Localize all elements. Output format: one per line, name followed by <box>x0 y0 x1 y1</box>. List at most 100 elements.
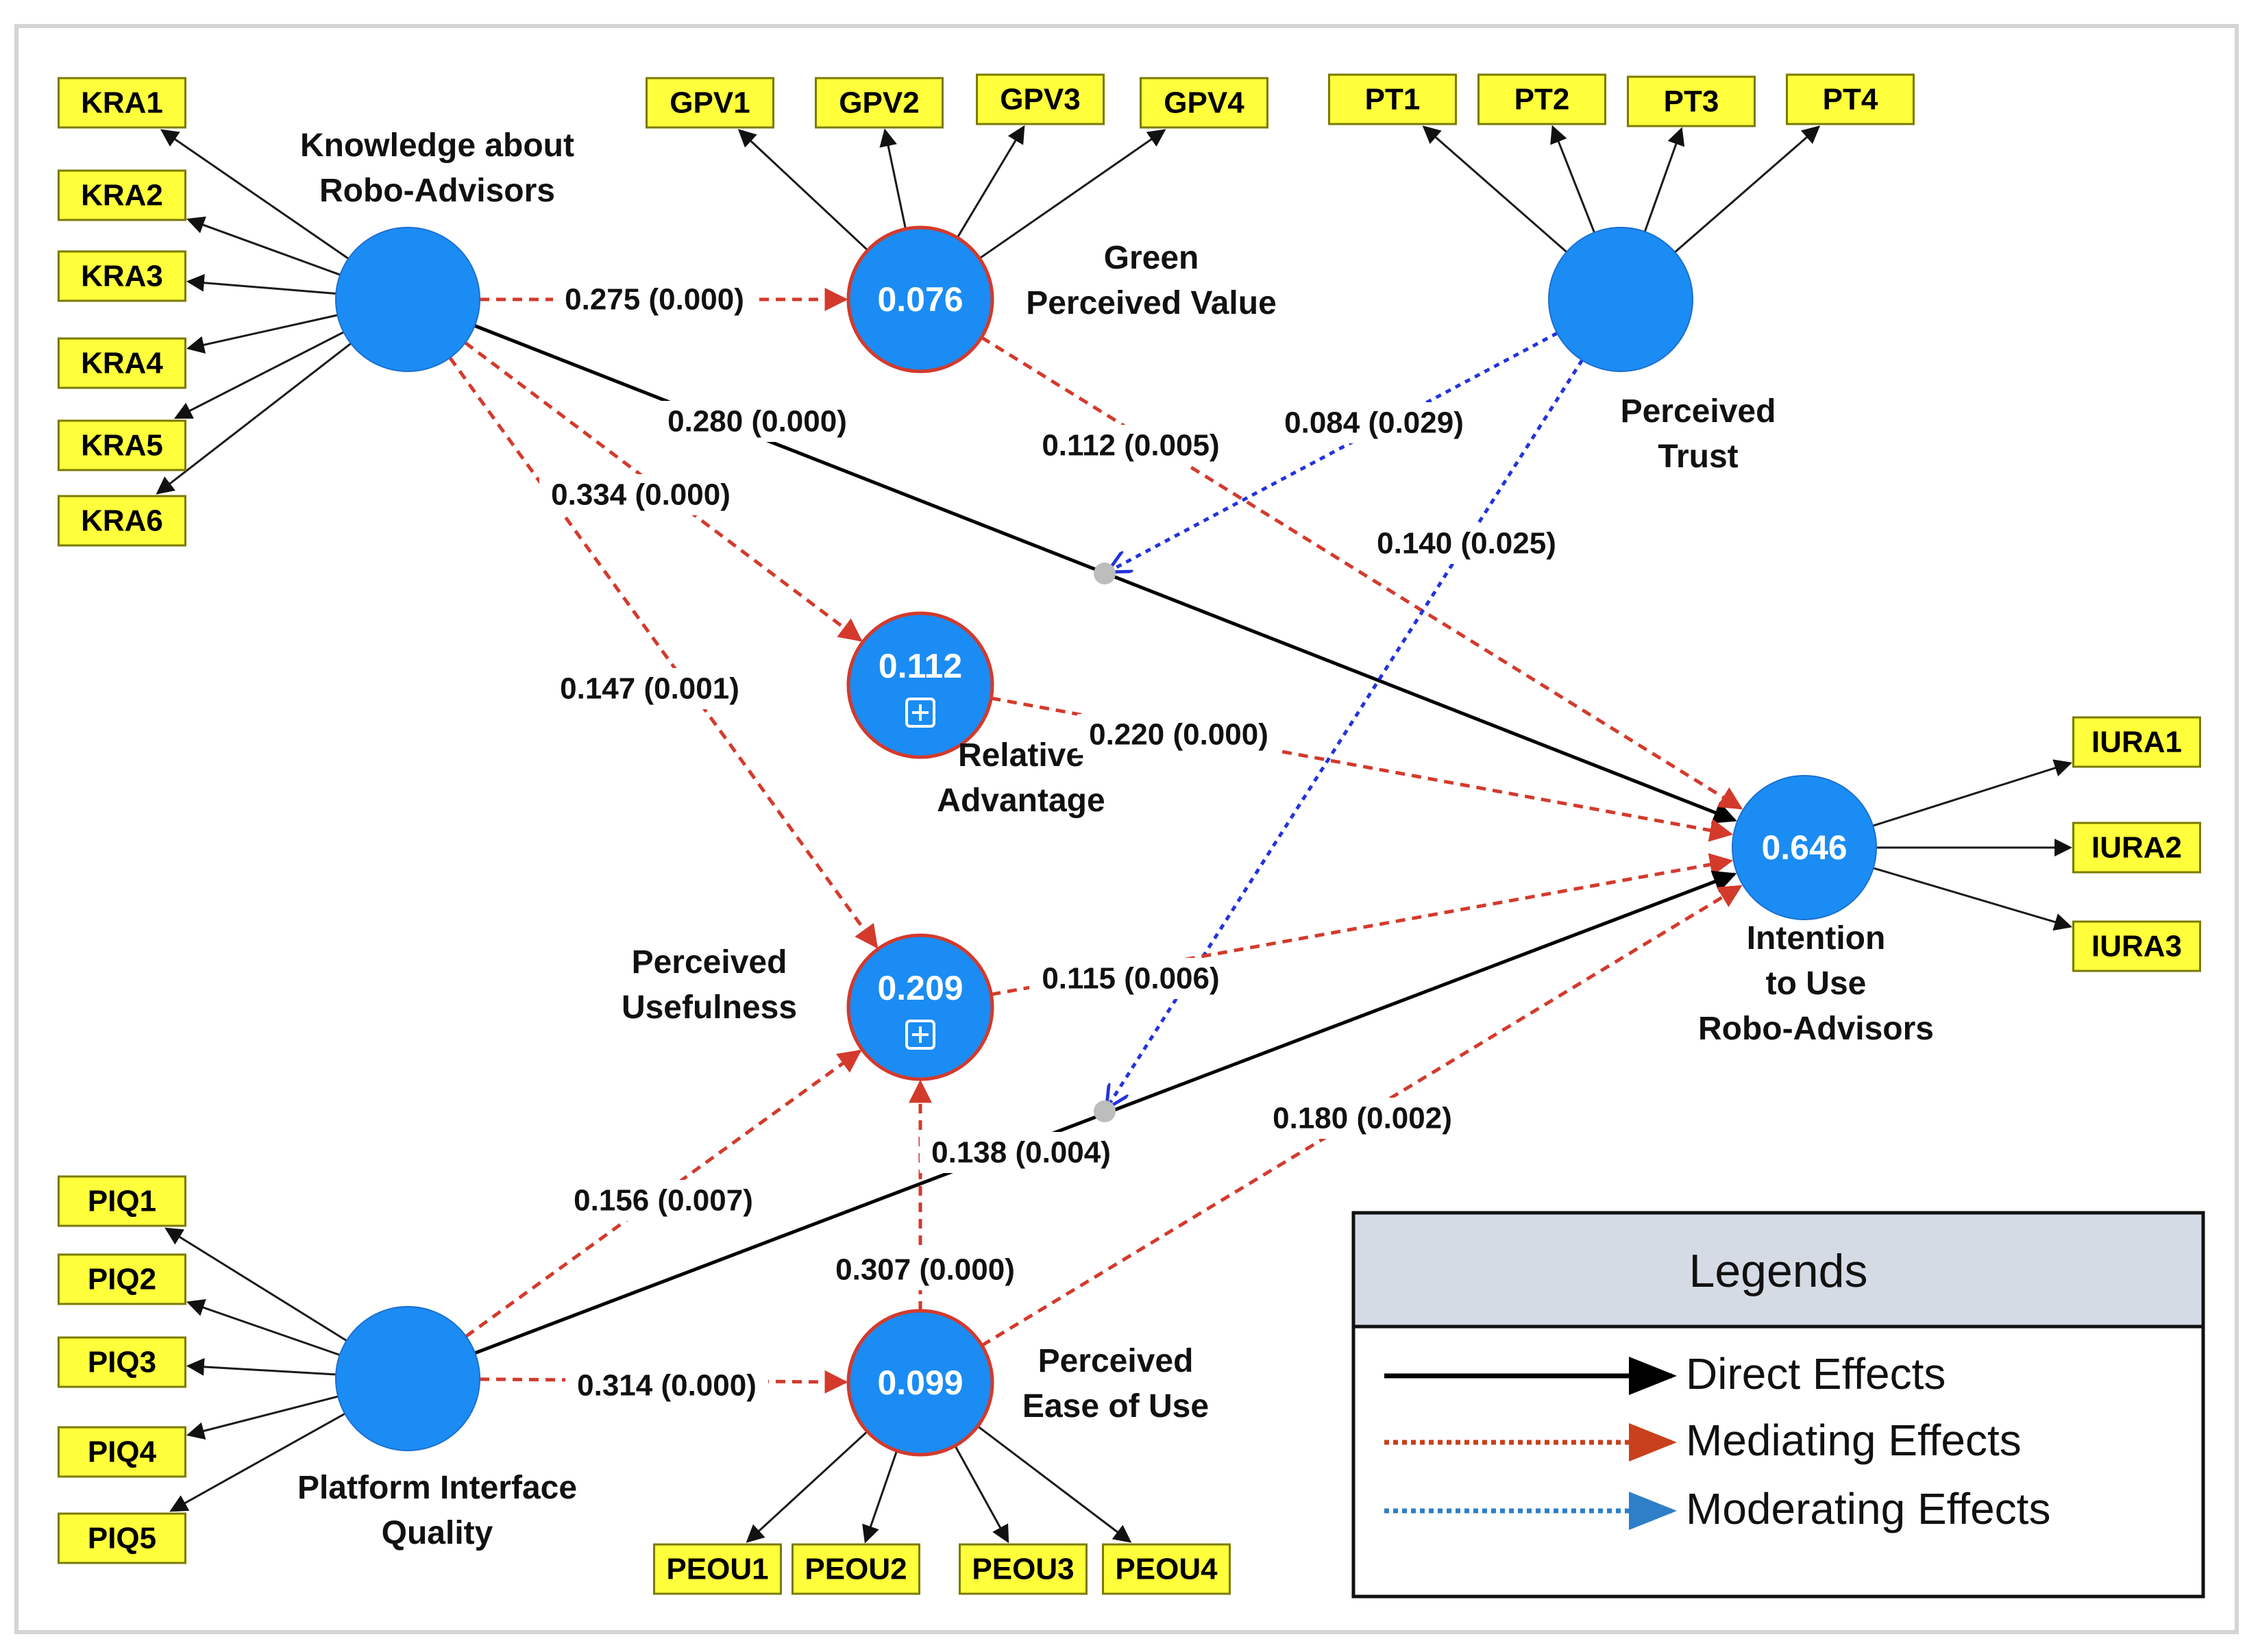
indicator-label: PIQ2 <box>88 1263 156 1296</box>
indicator-box <box>58 419 186 471</box>
loading-arrow-piq5 <box>169 1412 346 1512</box>
construct-circle <box>1732 775 1877 920</box>
indicator-box <box>976 73 1105 125</box>
loading-arrow-peou2 <box>862 1450 898 1544</box>
indicator-kra6: KRA6 <box>58 495 186 547</box>
indicator-label: GPV1 <box>670 86 750 120</box>
indicator-label: PIQ5 <box>88 1522 156 1555</box>
indicator-peou3: PEOU3 <box>959 1543 1088 1595</box>
indicator-box <box>58 1175 186 1227</box>
indicator-peou1: PEOU1 <box>653 1543 782 1595</box>
indicator-piq3: PIQ3 <box>58 1336 186 1388</box>
indicator-box <box>1786 73 1915 125</box>
coef-pt-mod2: 0.140 (0.025) <box>1365 523 1568 564</box>
coef-label: 0.140 (0.025) <box>1377 527 1556 560</box>
coef-label: 0.180 (0.002) <box>1273 1102 1452 1135</box>
indicator-box <box>1627 75 1756 127</box>
coef-peou-pu: 0.307 (0.000) <box>824 1249 1027 1290</box>
indicator-piq4: PIQ4 <box>58 1426 186 1478</box>
indicator-box <box>2072 920 2201 972</box>
indicator-box <box>1102 1543 1231 1595</box>
legend-mediating-label: Mediating Effects <box>1686 1416 2022 1465</box>
coef-peou-iura: 0.180 (0.002) <box>1261 1098 1464 1139</box>
structural-paths <box>448 288 1743 1394</box>
outer-loadings <box>156 125 2073 1544</box>
indicator-box <box>959 1543 1088 1595</box>
loading-arrow-gpv2 <box>879 128 907 230</box>
outer-frame <box>14 24 2239 1634</box>
construct-circle <box>335 1306 480 1451</box>
coef-label: 0.156 (0.007) <box>574 1184 753 1218</box>
construct-circle <box>846 1309 994 1457</box>
path-gpv-iura <box>980 336 1743 810</box>
loading-arrow-piq2 <box>186 1298 341 1356</box>
coef-label: 0.280 (0.000) <box>667 405 847 439</box>
moderation-point <box>1094 563 1116 584</box>
indicator-iura3: IURA3 <box>2072 920 2201 972</box>
indicator-label: PIQ1 <box>88 1185 156 1218</box>
loading-arrow-iura1 <box>1872 759 2072 827</box>
indicator-label: KRA6 <box>81 504 163 538</box>
legend-title: Legends <box>1689 1245 1868 1297</box>
path-ra-iura <box>990 696 1734 842</box>
indicator-pt2: PT2 <box>1477 73 1606 125</box>
coef-label: 0.112 (0.005) <box>1042 429 1219 463</box>
indicator-label: PEOU4 <box>1115 1553 1218 1586</box>
indicator-box <box>1140 77 1268 129</box>
loading-arrow-gpv4 <box>979 129 1166 260</box>
indicator-box <box>58 250 186 302</box>
loading-arrow-pt3 <box>1643 127 1685 232</box>
coef-pt-mod1: 0.084 (0.029) <box>1273 402 1475 443</box>
r-squared-value: 0.076 <box>877 280 963 319</box>
legend-direct-label: Direct Effects <box>1686 1349 1946 1398</box>
indicator-gpv1: GPV1 <box>646 77 774 129</box>
expand-icon[interactable] <box>905 1020 935 1050</box>
indicator-box <box>58 1336 186 1388</box>
indicator-gpv3: GPV3 <box>976 73 1105 125</box>
indicator-gpv2: GPV2 <box>815 77 944 129</box>
indicator-piq2: PIQ2 <box>58 1253 186 1305</box>
expand-icon[interactable] <box>905 698 935 728</box>
coef-label: 0.138 (0.004) <box>931 1136 1111 1170</box>
indicator-iura1: IURA1 <box>2072 716 2201 768</box>
coef-label: 0.275 (0.000) <box>565 283 744 317</box>
loading-arrow-gpv1 <box>737 129 869 251</box>
coef-ra-iura: 0.220 (0.000) <box>1077 714 1280 755</box>
indicator-label: KRA1 <box>81 86 163 120</box>
loading-arrow-piq1 <box>164 1227 347 1342</box>
loading-arrow-gpv3 <box>956 125 1025 238</box>
indicator-box <box>58 337 186 389</box>
indicator-piq5: PIQ5 <box>58 1512 186 1564</box>
indicator-label: KRA2 <box>81 179 163 212</box>
indicator-box <box>58 169 186 221</box>
loading-arrow-kra2 <box>186 216 341 276</box>
coef-label: 0.115 (0.006) <box>1042 962 1219 996</box>
indicator-label: KRA3 <box>81 260 163 293</box>
r-squared-value: 0.112 <box>879 647 962 685</box>
legend-moderating-label: Moderating Effects <box>1686 1484 2050 1533</box>
coef-pu-iura: 0.115 (0.006) <box>1029 958 1232 999</box>
indicator-box <box>791 1543 920 1595</box>
coef-gpv-iura: 0.112 (0.005) <box>1029 425 1232 466</box>
indicator-label: IURA3 <box>2091 930 2182 963</box>
loading-arrow-peou4 <box>977 1425 1132 1543</box>
indicator-pt1: PT1 <box>1328 73 1457 125</box>
loading-arrow-pt2 <box>1550 125 1595 233</box>
indicator-kra1: KRA1 <box>58 77 186 129</box>
loading-arrow-pt4 <box>1674 125 1821 254</box>
indicator-kra5: KRA5 <box>58 419 186 471</box>
coef-piq-pu: 0.156 (0.007) <box>562 1180 765 1221</box>
indicator-label: PEOU1 <box>666 1553 768 1586</box>
construct-circle <box>846 611 994 759</box>
indicator-box <box>1328 73 1457 125</box>
